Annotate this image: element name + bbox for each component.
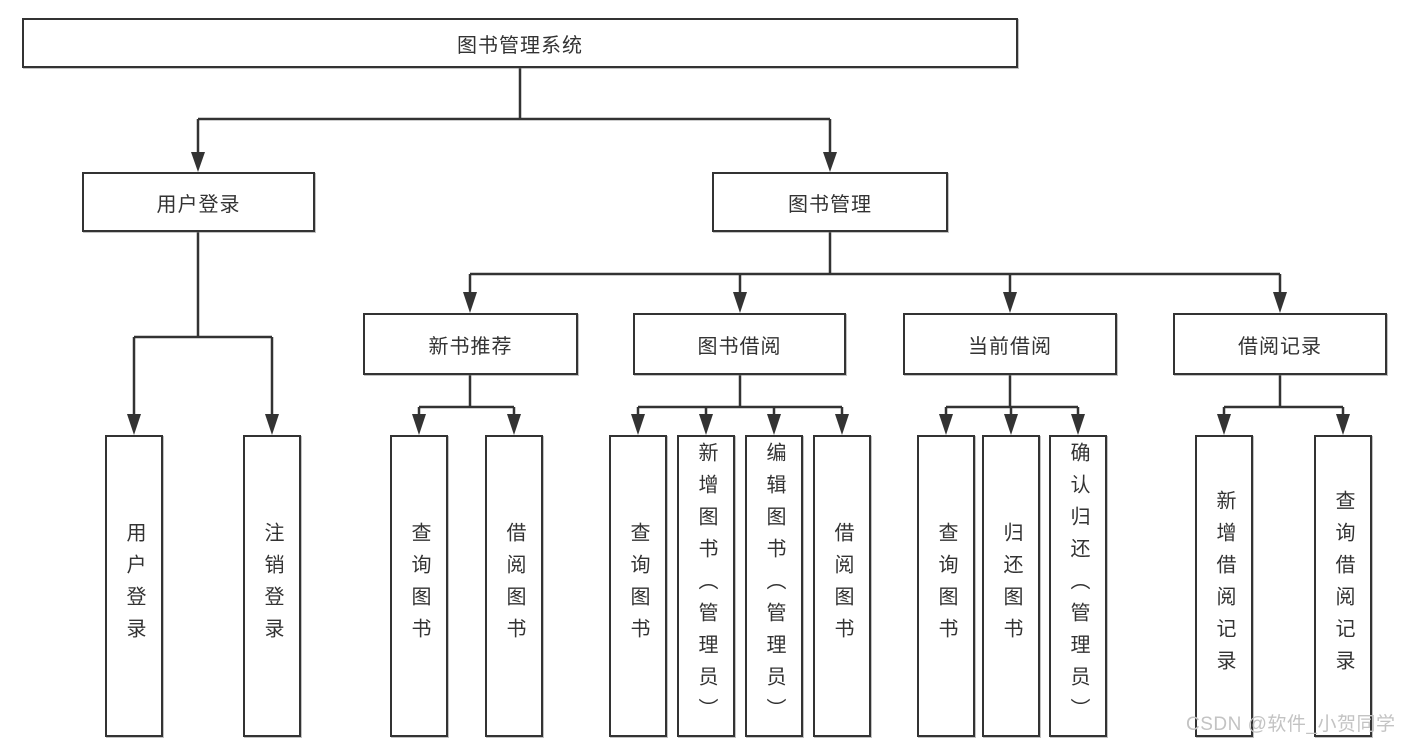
- leaf-nbr-query-books: 查询图书: [390, 435, 448, 737]
- tree-edges: [132, 68, 1345, 415]
- leaf-cb-confirm-return-admin-label: 确认归还（管理员）: [1067, 442, 1089, 730]
- leaf-br-query-record: 查询借阅记录: [1314, 435, 1372, 737]
- node-book-management: 图书管理: [712, 172, 948, 232]
- leaf-br-query-record-label: 查询借阅记录: [1332, 490, 1354, 682]
- leaf-logout-login-label: 注销登录: [261, 522, 283, 650]
- node-book-borrow: 图书借阅: [633, 313, 846, 375]
- leaf-nbr-query-books-label: 查询图书: [408, 522, 430, 650]
- leaf-cb-return-books-label: 归还图书: [1000, 522, 1022, 650]
- csdn-watermark: CSDN @软件_小贺同学: [1186, 714, 1396, 735]
- node-current-borrow: 当前借阅: [903, 313, 1117, 375]
- leaf-bb-borrow-books: 借阅图书: [813, 435, 871, 737]
- leaf-bb-edit-books-admin-label: 编辑图书（管理员）: [763, 442, 785, 730]
- leaf-nbr-borrow-books: 借阅图书: [485, 435, 543, 737]
- leaf-cb-confirm-return-admin: 确认归还（管理员）: [1049, 435, 1107, 737]
- node-root-system: 图书管理系统: [22, 18, 1018, 68]
- leaf-cb-return-books: 归还图书: [982, 435, 1040, 737]
- leaf-bb-query-books-label: 查询图书: [627, 522, 649, 650]
- leaf-user-login-label: 用户登录: [123, 522, 145, 650]
- leaf-cb-query-books-label: 查询图书: [935, 522, 957, 650]
- node-new-book-recommend: 新书推荐: [363, 313, 578, 375]
- leaf-bb-add-books-admin-label: 新增图书（管理员）: [695, 442, 717, 730]
- leaf-cb-query-books: 查询图书: [917, 435, 975, 737]
- leaf-br-add-record-label: 新增借阅记录: [1213, 490, 1235, 682]
- leaf-bb-query-books: 查询图书: [609, 435, 667, 737]
- leaf-bb-add-books-admin: 新增图书（管理员）: [677, 435, 735, 737]
- leaf-nbr-borrow-books-label: 借阅图书: [503, 522, 525, 650]
- leaf-br-add-record: 新增借阅记录: [1195, 435, 1253, 737]
- arrowheads: [127, 152, 1350, 435]
- leaf-user-login: 用户登录: [105, 435, 163, 737]
- leaf-logout-login: 注销登录: [243, 435, 301, 737]
- leaf-bb-edit-books-admin: 编辑图书（管理员）: [745, 435, 803, 737]
- leaf-bb-borrow-books-label: 借阅图书: [831, 522, 853, 650]
- node-borrow-records: 借阅记录: [1173, 313, 1387, 375]
- node-user-login: 用户登录: [82, 172, 315, 232]
